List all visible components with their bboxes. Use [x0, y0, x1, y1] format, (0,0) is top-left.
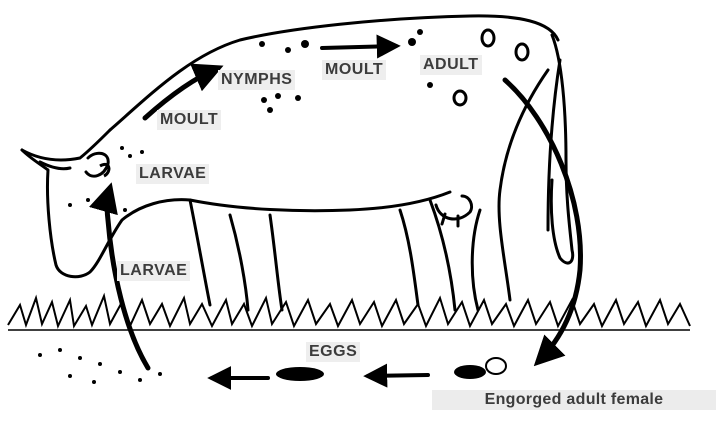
engorged-female-caption: Engorged adult female [432, 390, 716, 410]
moult-top-label: MOULT [322, 60, 386, 80]
larvae-on-ground-label: LARVAE [117, 261, 190, 281]
adult-label: ADULT [420, 55, 482, 75]
eggs-label: EGGS [306, 342, 360, 362]
nymphs-label: NYMPHS [218, 70, 295, 90]
cycle-arrows [107, 46, 580, 378]
moult-left-label: MOULT [157, 110, 221, 130]
engorged-female-icon [486, 358, 506, 374]
grass [8, 296, 690, 330]
larvae-on-host-label: LARVAE [136, 164, 209, 184]
